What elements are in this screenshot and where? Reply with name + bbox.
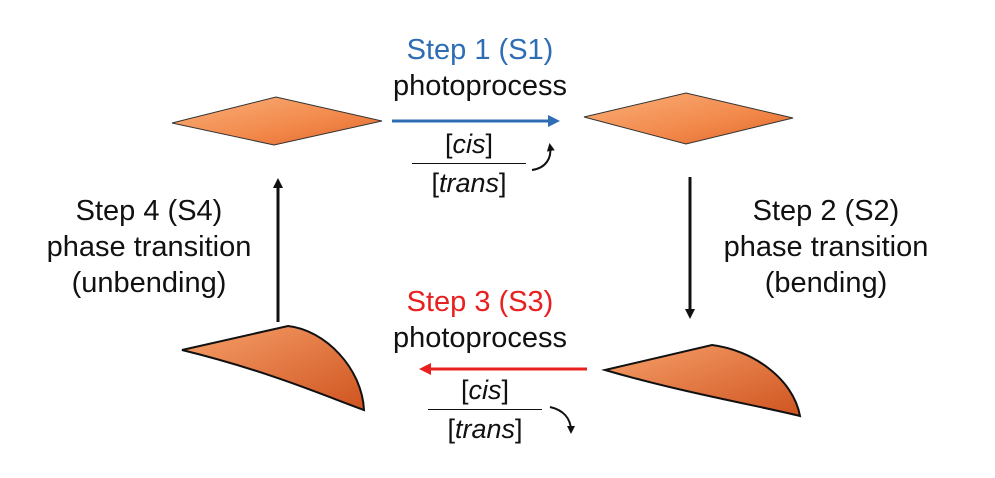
crystal-flat-top-right [583,92,794,145]
step2-label: Step 2 (S2) phase transition (bending) [696,193,956,301]
crystal-bent-bottom-left [181,324,366,412]
crystal-flat-top-left [171,96,383,146]
step3-ratio-denominator: [trans] [447,414,523,444]
step3-label: Step 3 (S3) photoprocess [340,284,620,356]
ratio-increase-arrow [531,143,555,171]
step3-ratio: [cis] [trans] [428,374,542,445]
step3-process: photoprocess [392,322,568,354]
step1-ratio-bar [412,163,526,164]
step1-label: Step 1 (S1) photoprocess [340,32,620,104]
step1-title: Step 1 (S1) [406,34,554,66]
crystal-bent-bottom-right [601,343,802,418]
step4-process: phase transition [46,231,252,263]
step3-ratio-numerator: [cis] [460,375,510,405]
step4-title: Step 4 (S4) [75,195,223,227]
step3-ratio-bar [428,409,542,410]
step1-ratio-numerator: [cis] [444,129,494,159]
step4-label: Step 4 (S4) phase transition (unbending) [24,193,274,301]
step1-ratio-denominator: [trans] [431,168,507,198]
step4-detail: (unbending) [71,267,227,299]
ratio-decrease-arrow [549,406,575,434]
step2-process: phase transition [723,231,929,263]
step1-ratio: [cis] [trans] [412,128,526,199]
step2-title: Step 2 (S2) [752,195,900,227]
step3-title: Step 3 (S3) [406,286,554,318]
step2-detail: (bending) [764,267,888,299]
step1-process: photoprocess [392,70,568,102]
